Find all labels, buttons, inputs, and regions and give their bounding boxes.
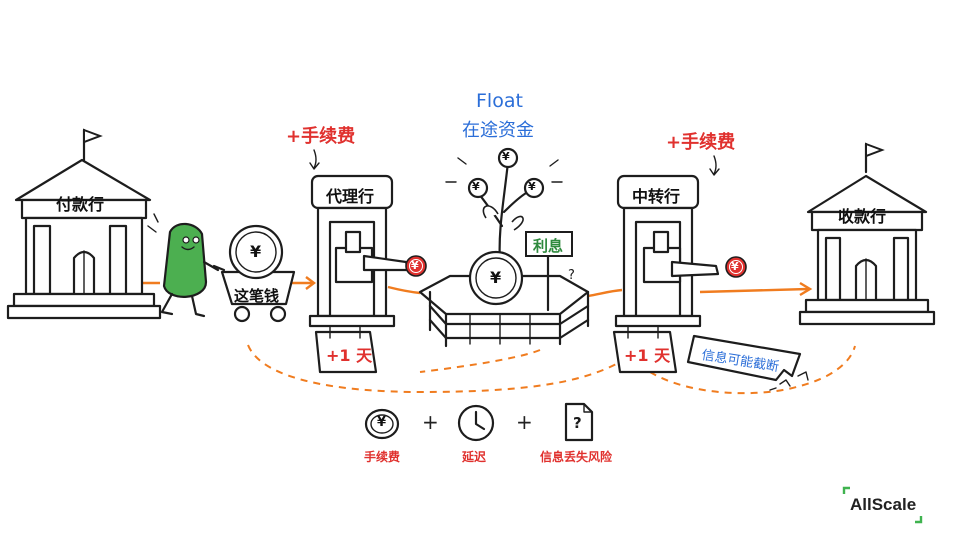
brand-name: AllScale (850, 495, 917, 514)
intermediary-bank-kiosk (614, 155, 747, 328)
intermediary-delay-label: +1 天 (624, 346, 671, 365)
plant-coin-top-symbol: ¥ (502, 150, 510, 163)
legend-label-info-loss: 信息丢失风险 (540, 450, 613, 464)
money-cart (212, 224, 296, 323)
cart-label: 这笔钱 (234, 287, 280, 305)
legend-plus-2: + (516, 410, 533, 434)
agent-delay-label: +1 天 (326, 346, 373, 365)
float-title-cn: 在途资金 (462, 120, 534, 141)
brand-logo-mark (842, 486, 923, 524)
legend-plus-1: + (422, 410, 439, 434)
legend-coin-symbol: ¥ (377, 415, 387, 430)
payer-bank-sign: 付款行 (56, 195, 105, 214)
intermediary-fee-label: +手续费 (666, 132, 736, 153)
torn-info-tag (686, 334, 809, 391)
legend-document-mark: ? (573, 414, 582, 432)
agent-fee-coin-symbol: ¥ (411, 259, 419, 272)
legend-label-delay: 延迟 (462, 450, 487, 464)
flow-arrows (138, 276, 813, 298)
agent-bank-kiosk (308, 149, 427, 328)
interest-question-mark: ? (568, 268, 575, 283)
green-character (147, 213, 220, 318)
plant-coin-right-symbol: ¥ (528, 180, 536, 193)
legend-clock-icon (457, 404, 495, 442)
interest-sign-label: 利息 (533, 237, 564, 255)
payer-bank (6, 128, 162, 320)
intermediary-delay-calendar (612, 325, 678, 374)
payee-bank (798, 142, 936, 326)
money-plant (445, 147, 573, 312)
payee-bank-sign: 收款行 (838, 207, 887, 226)
delay-path (247, 344, 856, 395)
intermediary-fee-coin-symbol: ¥ (731, 260, 739, 273)
legend-label-fee: 手续费 (364, 450, 401, 464)
agent-fee-label: +手续费 (286, 126, 356, 147)
pen-coin-symbol: ¥ (490, 268, 502, 287)
legend-document-icon (564, 402, 594, 442)
cart-coin-symbol: ¥ (250, 242, 262, 261)
agent-bank-sign: 代理行 (326, 187, 375, 206)
legend-coin-icon (364, 408, 400, 440)
intermediary-bank-sign: 中转行 (632, 187, 681, 206)
float-title-en: Float (476, 90, 523, 112)
agent-delay-calendar (314, 325, 378, 374)
plant-coin-left-symbol: ¥ (472, 180, 480, 193)
